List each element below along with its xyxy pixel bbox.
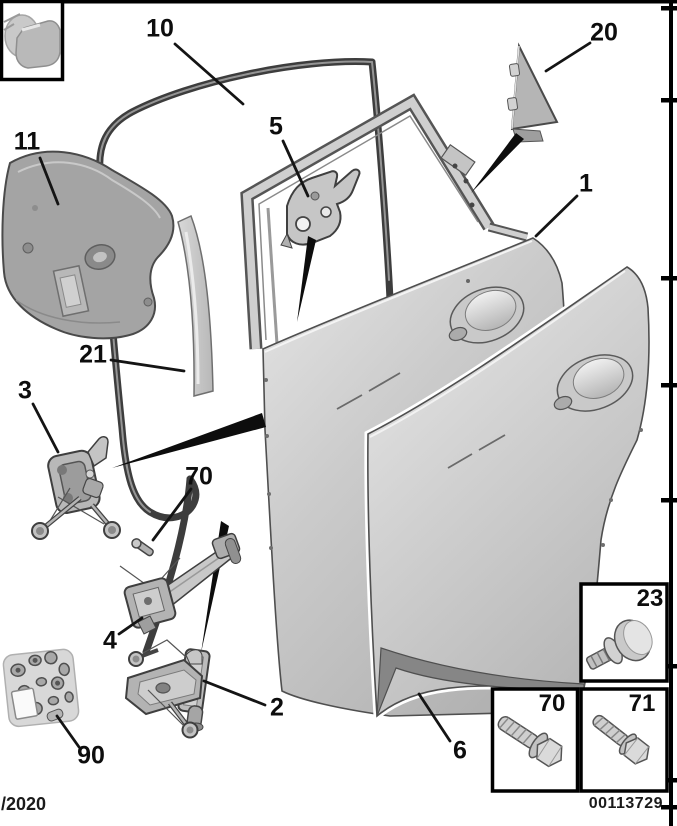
upper-hinge (31, 436, 121, 540)
door-handle-recess (556, 354, 634, 412)
door-check-strap (123, 532, 242, 635)
trim-clip (585, 619, 653, 670)
flange-bolt (497, 716, 563, 768)
callout-10[interactable]: 10 (146, 14, 174, 43)
callout-2[interactable]: 2 (270, 693, 284, 722)
hinge-screw (31, 496, 82, 540)
door-rear-panel (364, 262, 653, 724)
window-frame (240, 93, 529, 350)
quarter-trim (506, 42, 559, 143)
locator-wedges (112, 133, 524, 653)
top-border (0, 0, 677, 4)
leader-lines (31, 41, 592, 749)
door-handle-recess (449, 286, 525, 344)
vehicle-thumbnail-box (0, 0, 65, 82)
hex-bolt (592, 714, 650, 765)
callout-20[interactable]: 20 (590, 18, 618, 47)
callout-4[interactable]: 4 (103, 626, 117, 655)
inset-label-23: 23 (636, 585, 664, 612)
callout-21[interactable]: 21 (79, 340, 107, 369)
hinge-screw (147, 689, 199, 739)
callout-5[interactable]: 5 (269, 112, 283, 141)
edition-date: /2020 (1, 794, 47, 814)
callout-70[interactable]: 70 (185, 462, 213, 491)
callout-90[interactable]: 90 (77, 741, 105, 770)
callout-1[interactable]: 1 (579, 169, 593, 198)
inset-label-70: 70 (538, 690, 566, 717)
inset-label-71: 71 (628, 690, 656, 717)
right-table-rule (661, 0, 677, 826)
door-module-panel (1, 150, 175, 340)
frame-bracket (280, 168, 361, 249)
callout-6[interactable]: 6 (453, 736, 467, 765)
lower-hinge (124, 639, 211, 739)
callout-11[interactable]: 11 (13, 127, 41, 156)
inset-box-23[interactable] (579, 582, 669, 683)
pillar-trim-strip (177, 214, 214, 397)
hinge-screw (90, 503, 121, 539)
grommet-kit (2, 648, 80, 728)
hinge-screw (128, 639, 187, 667)
callout-3[interactable]: 3 (18, 376, 32, 405)
document-number: 00113729 (588, 795, 663, 812)
inset-box-71[interactable] (579, 687, 669, 793)
inset-box-70[interactable] (490, 687, 580, 793)
